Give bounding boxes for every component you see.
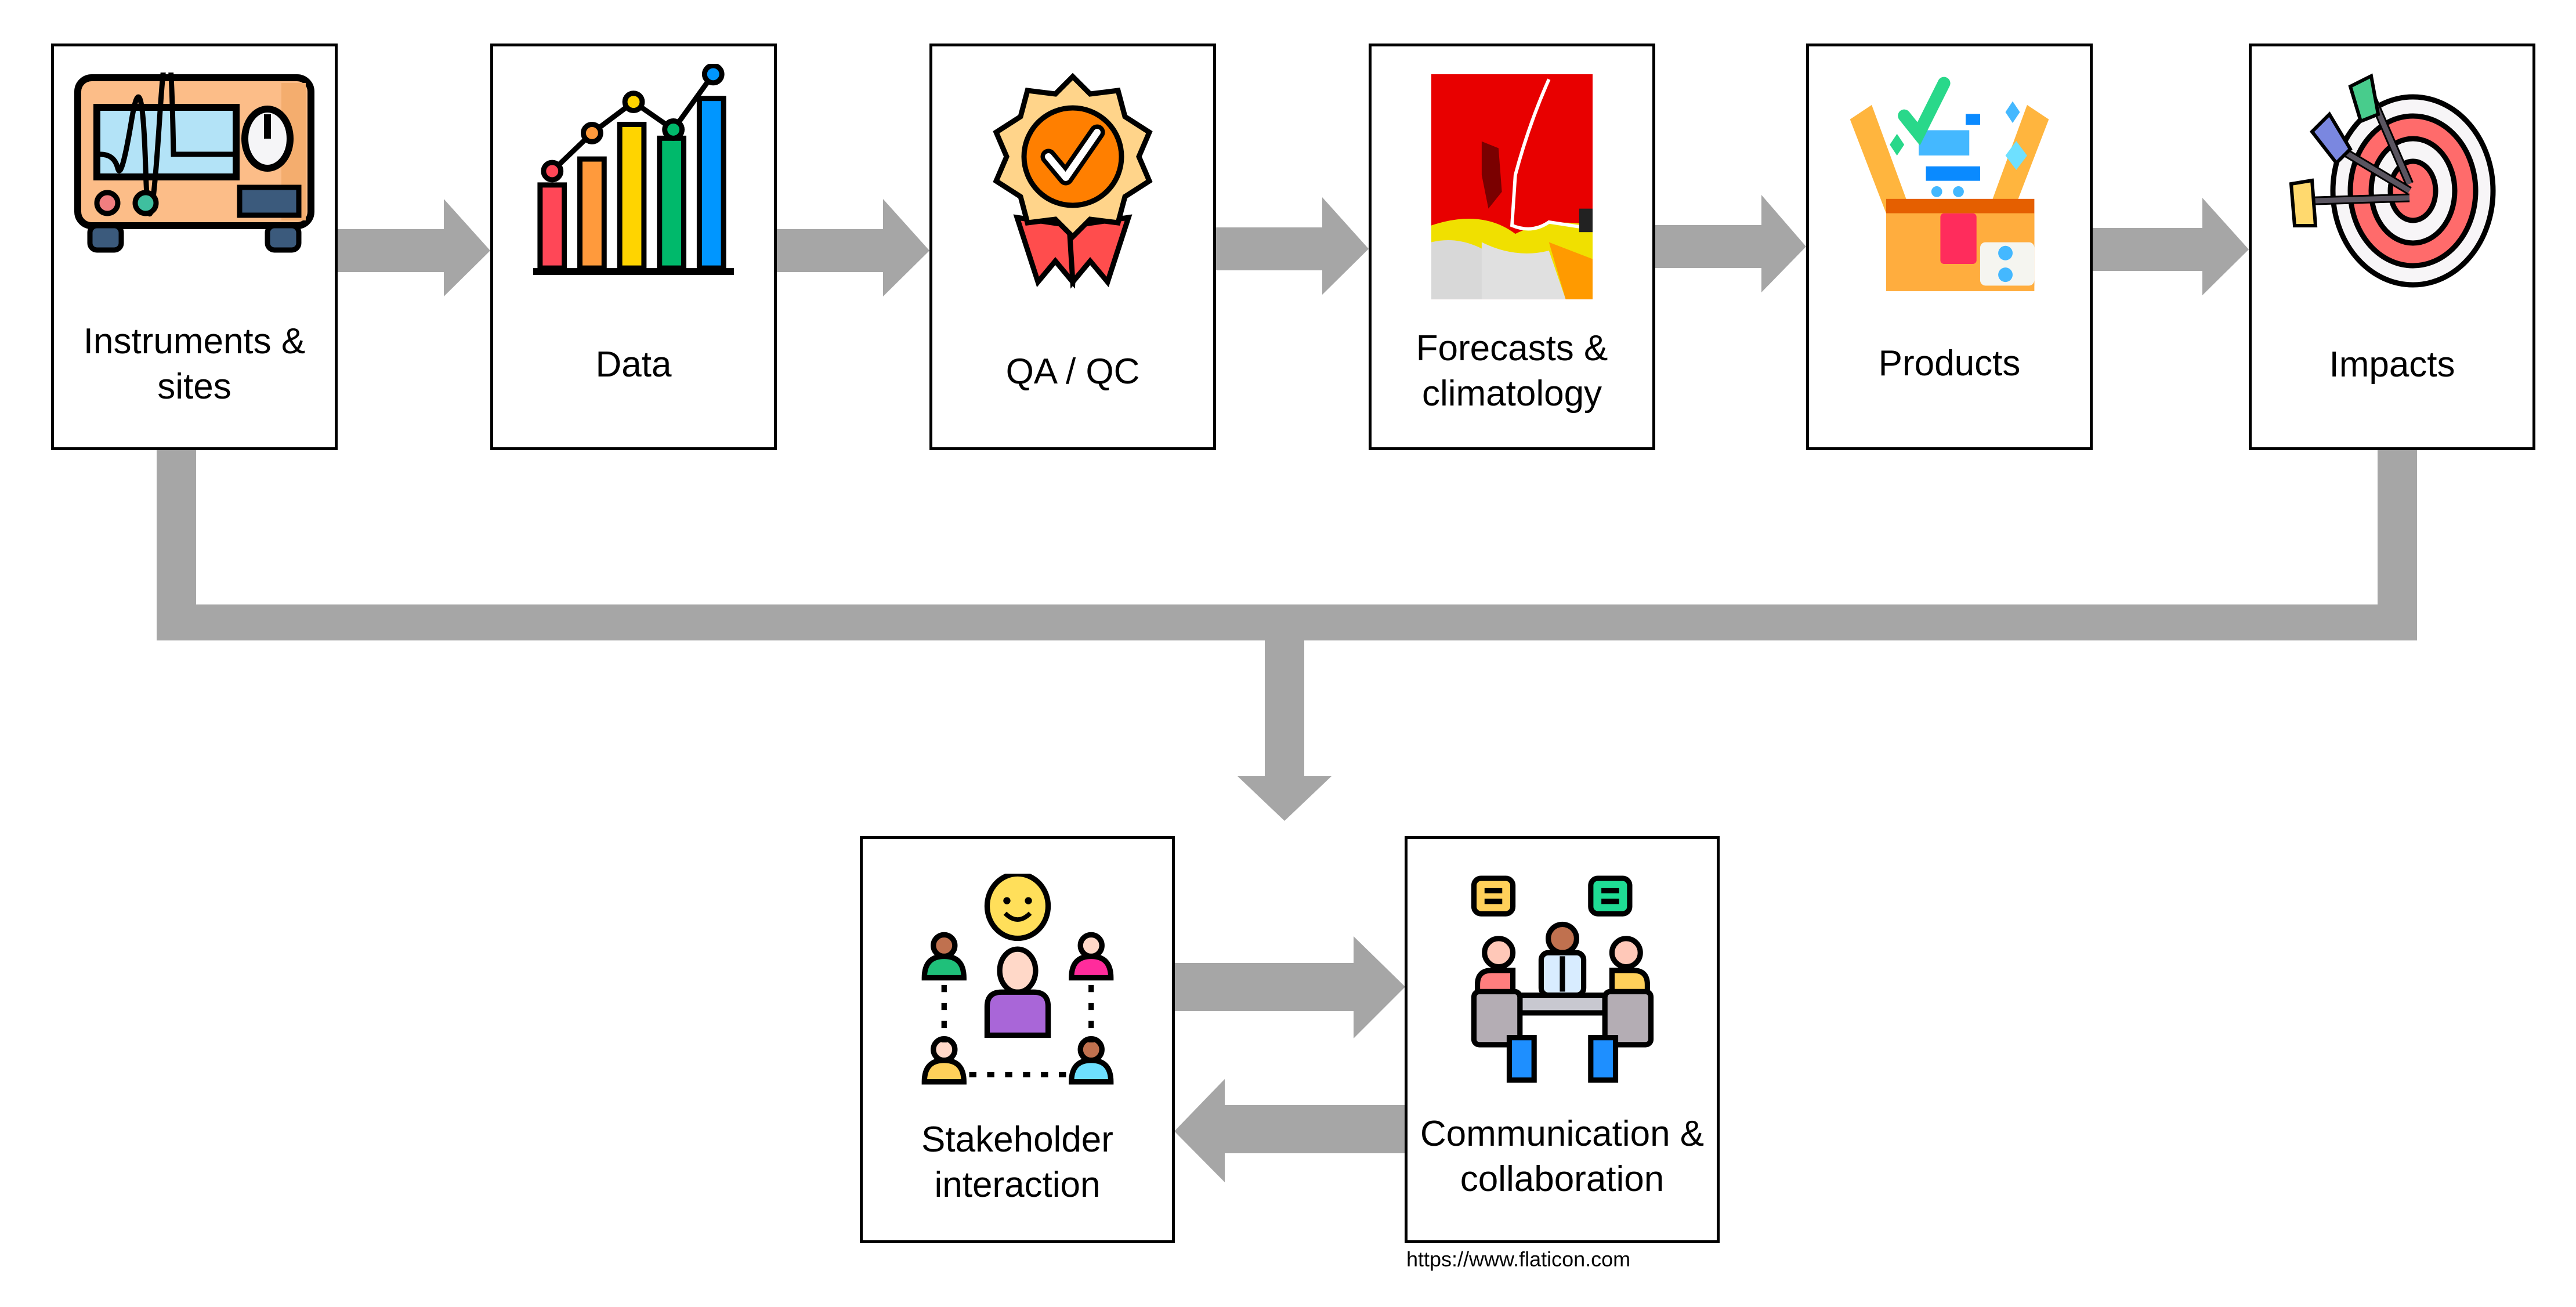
arrow-products-to-impacts	[2092, 198, 2249, 295]
node-label: Instruments &	[83, 321, 306, 361]
bar-line-chart-icon	[533, 64, 735, 276]
arrow-forecasts-to-products	[1655, 195, 1806, 292]
arrow-communication-to-stakeholder	[1174, 1079, 1405, 1182]
forecast-map-icon	[1431, 74, 1593, 300]
node-label: Products	[1878, 343, 2021, 383]
node-label: Communication &	[1420, 1114, 1705, 1154]
node-qaqc: QA / QC	[929, 44, 1216, 450]
arrow-stakeholder-to-communication	[1174, 936, 1405, 1038]
node-forecasts: Forecasts & climatology	[1369, 44, 1655, 450]
node-label: Forecasts &	[1416, 328, 1608, 368]
node-label: Stakeholder	[921, 1120, 1113, 1160]
arrow-qaqc-to-forecasts	[1215, 197, 1369, 295]
connector-horizontal	[157, 604, 2417, 640]
node-label: interaction	[934, 1165, 1101, 1205]
quality-badge-check-icon	[993, 73, 1153, 289]
node-label: climatology	[1421, 374, 1602, 414]
meeting-people-icon	[1471, 875, 1654, 1083]
icon-credit-link[interactable]: https://www.flaticon.com	[1406, 1247, 1631, 1271]
node-label: collaboration	[1460, 1159, 1665, 1199]
arrow-down-to-bottom	[1238, 640, 1332, 821]
target-arrows-icon	[2289, 73, 2496, 288]
node-label: QA / QC	[1005, 352, 1140, 392]
node-data: Data	[490, 44, 777, 450]
node-stakeholder: Stakeholder interaction	[860, 836, 1175, 1243]
node-communication: Communication & collaboration	[1405, 836, 1720, 1243]
node-label: Impacts	[2329, 345, 2455, 385]
node-impacts: Impacts	[2249, 44, 2535, 450]
product-box-icon	[1850, 77, 2049, 291]
node-instruments: Instruments & sites	[51, 44, 338, 450]
stakeholder-network-icon	[921, 874, 1113, 1085]
node-products: Products	[1806, 44, 2093, 450]
oscilloscope-instrument-icon	[74, 73, 314, 253]
arrow-instruments-to-data	[337, 199, 490, 296]
node-label: sites	[157, 367, 231, 407]
node-label: Data	[595, 345, 672, 385]
arrow-data-to-qaqc	[776, 199, 929, 296]
